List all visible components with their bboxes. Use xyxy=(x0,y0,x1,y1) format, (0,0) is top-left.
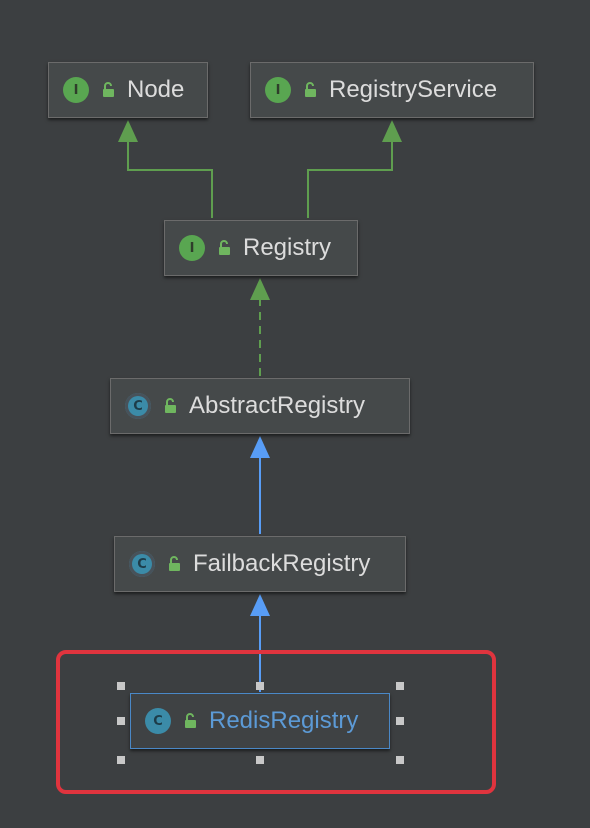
highlight-box xyxy=(56,650,496,794)
resize-handle-right[interactable] xyxy=(396,717,404,725)
registry-service-interface[interactable]: I RegistryService xyxy=(250,62,534,118)
registry-service-label: RegistryService xyxy=(329,76,498,103)
arrowhead-registry xyxy=(250,278,270,300)
interface-icon: I xyxy=(179,235,205,261)
abstract-class-icon: C xyxy=(125,393,151,419)
unlocked-icon xyxy=(169,556,180,571)
resize-handle-bottom[interactable] xyxy=(256,756,264,764)
failback-registry-class[interactable]: C FailbackRegistry xyxy=(114,536,406,592)
arrowhead-abstract-registry xyxy=(250,436,270,458)
failback-registry-label: FailbackRegistry xyxy=(193,550,371,577)
node-label: Node xyxy=(127,76,185,103)
resize-handle-top[interactable] xyxy=(256,682,264,690)
unlocked-icon xyxy=(219,240,230,255)
unlocked-icon xyxy=(185,713,196,728)
node-interface[interactable]: I Node xyxy=(48,62,208,118)
resize-handle-left[interactable] xyxy=(117,717,125,725)
registry-interface[interactable]: I Registry xyxy=(164,220,358,276)
redis-registry-label: RedisRegistry xyxy=(209,707,359,734)
abstract-registry-label: AbstractRegistry xyxy=(189,392,366,419)
interface-icon: I xyxy=(63,77,89,103)
unlocked-icon xyxy=(305,82,316,97)
registry-label: Registry xyxy=(243,234,332,261)
abstract-registry-class[interactable]: C AbstractRegistry xyxy=(110,378,410,434)
interface-icon: I xyxy=(265,77,291,103)
arrowhead-node xyxy=(118,120,138,142)
unlocked-icon xyxy=(103,82,114,97)
resize-handle-bottom-left[interactable] xyxy=(117,756,125,764)
arrowhead-registry-service xyxy=(382,120,402,142)
resize-handle-bottom-right[interactable] xyxy=(396,756,404,764)
class-icon: C xyxy=(145,708,171,734)
resize-handle-top-right[interactable] xyxy=(396,682,404,690)
edge-registry-to-node xyxy=(127,138,213,218)
edge-registry-to-registry-service xyxy=(307,138,393,218)
abstract-class-icon: C xyxy=(129,551,155,577)
arrowhead-failback-registry xyxy=(250,594,270,616)
resize-handle-top-left[interactable] xyxy=(117,682,125,690)
redis-registry-class[interactable]: C RedisRegistry xyxy=(130,693,390,749)
unlocked-icon xyxy=(165,398,176,413)
